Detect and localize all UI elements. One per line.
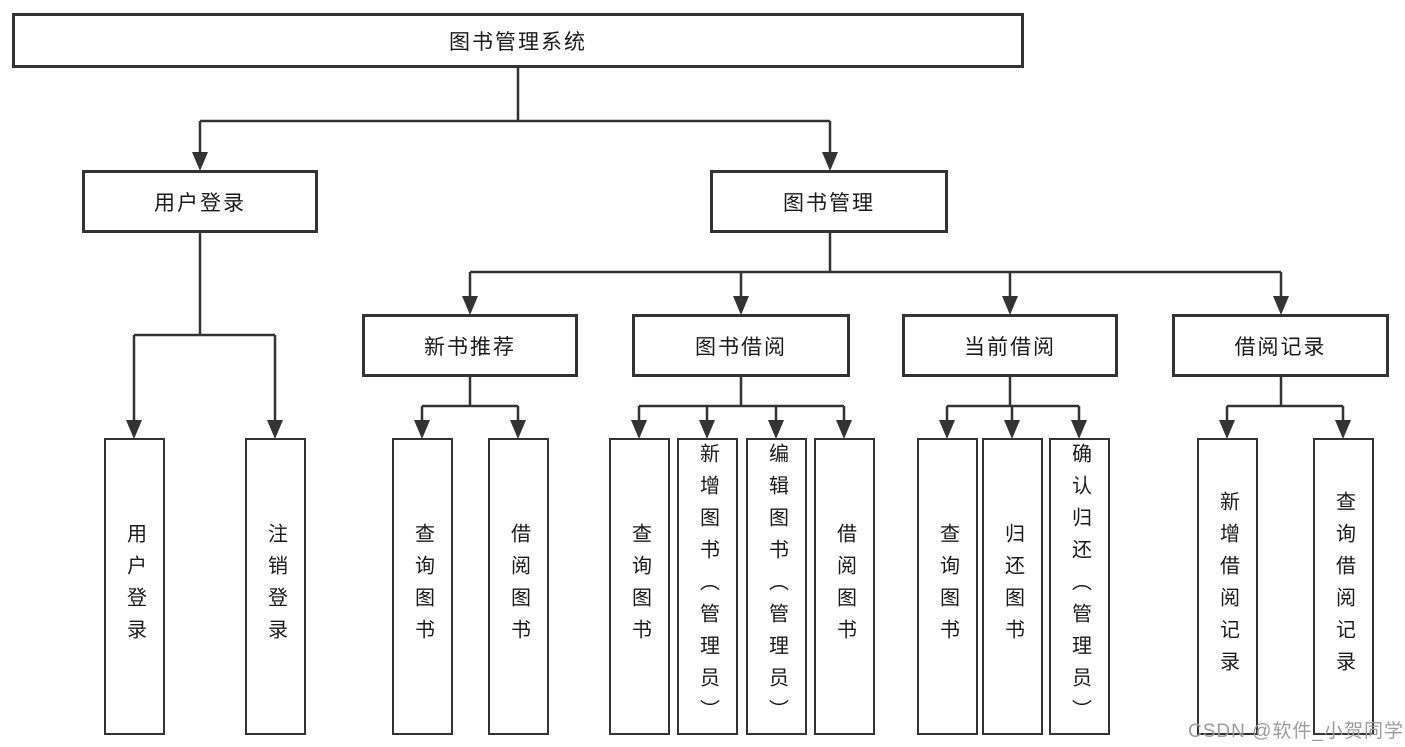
leaf-user-login: 用户登录 bbox=[104, 438, 165, 735]
arrowhead-icon bbox=[1335, 420, 1351, 439]
arrowhead-icon bbox=[267, 420, 283, 439]
arrowhead-icon bbox=[1004, 420, 1020, 439]
leaf-query-books-borrowing: 查询图书 bbox=[609, 438, 670, 735]
leaf-add-borrow-record: 新增借阅记录 bbox=[1197, 438, 1258, 735]
leaf-query-books-current: 查询图书 bbox=[917, 438, 978, 735]
leaf-borrow-books: 借阅图书 bbox=[814, 438, 875, 735]
arrowhead-icon bbox=[1002, 296, 1018, 315]
arrowhead-icon bbox=[733, 296, 749, 315]
arrowhead-icon bbox=[822, 152, 838, 171]
leaf-query-borrow-record: 查询借阅记录 bbox=[1313, 438, 1374, 735]
arrowhead-icon bbox=[1219, 420, 1235, 439]
leaf-logout: 注销登录 bbox=[245, 438, 306, 735]
node-book-management: 图书管理 bbox=[710, 170, 948, 233]
arrowhead-icon bbox=[836, 420, 852, 439]
node-borrowing-records: 借阅记录 bbox=[1172, 314, 1389, 377]
node-root-library-system: 图书管理系统 bbox=[12, 13, 1024, 68]
node-current-borrowing: 当前借阅 bbox=[902, 314, 1118, 377]
arrowhead-icon bbox=[510, 420, 526, 439]
node-book-borrowing: 图书借阅 bbox=[632, 314, 850, 377]
leaf-query-books-recommend: 查询图书 bbox=[392, 438, 453, 735]
arrowhead-icon bbox=[462, 296, 478, 315]
arrowhead-icon bbox=[1071, 420, 1087, 439]
arrowhead-icon bbox=[192, 152, 208, 171]
arrowhead-icon bbox=[126, 420, 142, 439]
leaf-return-books: 归还图书 bbox=[982, 438, 1043, 735]
leaf-add-books-admin: 新增图书（管理员） bbox=[677, 438, 738, 735]
arrowhead-icon bbox=[699, 420, 715, 439]
leaf-borrow-books-recommend: 借阅图书 bbox=[488, 438, 549, 735]
leaf-confirm-return-admin: 确认归还（管理员） bbox=[1049, 438, 1110, 735]
arrowhead-icon bbox=[414, 420, 430, 439]
csdn-watermark: CSDN @软件_小贺同学 bbox=[1188, 721, 1404, 742]
leaf-edit-books-admin: 编辑图书（管理员） bbox=[746, 438, 807, 735]
node-new-book-recommend: 新书推荐 bbox=[362, 314, 578, 377]
arrowhead-icon bbox=[1273, 296, 1289, 315]
arrowhead-icon bbox=[939, 420, 955, 439]
node-user-login: 用户登录 bbox=[82, 170, 318, 233]
arrowhead-icon bbox=[631, 420, 647, 439]
arrowhead-icon bbox=[768, 420, 784, 439]
